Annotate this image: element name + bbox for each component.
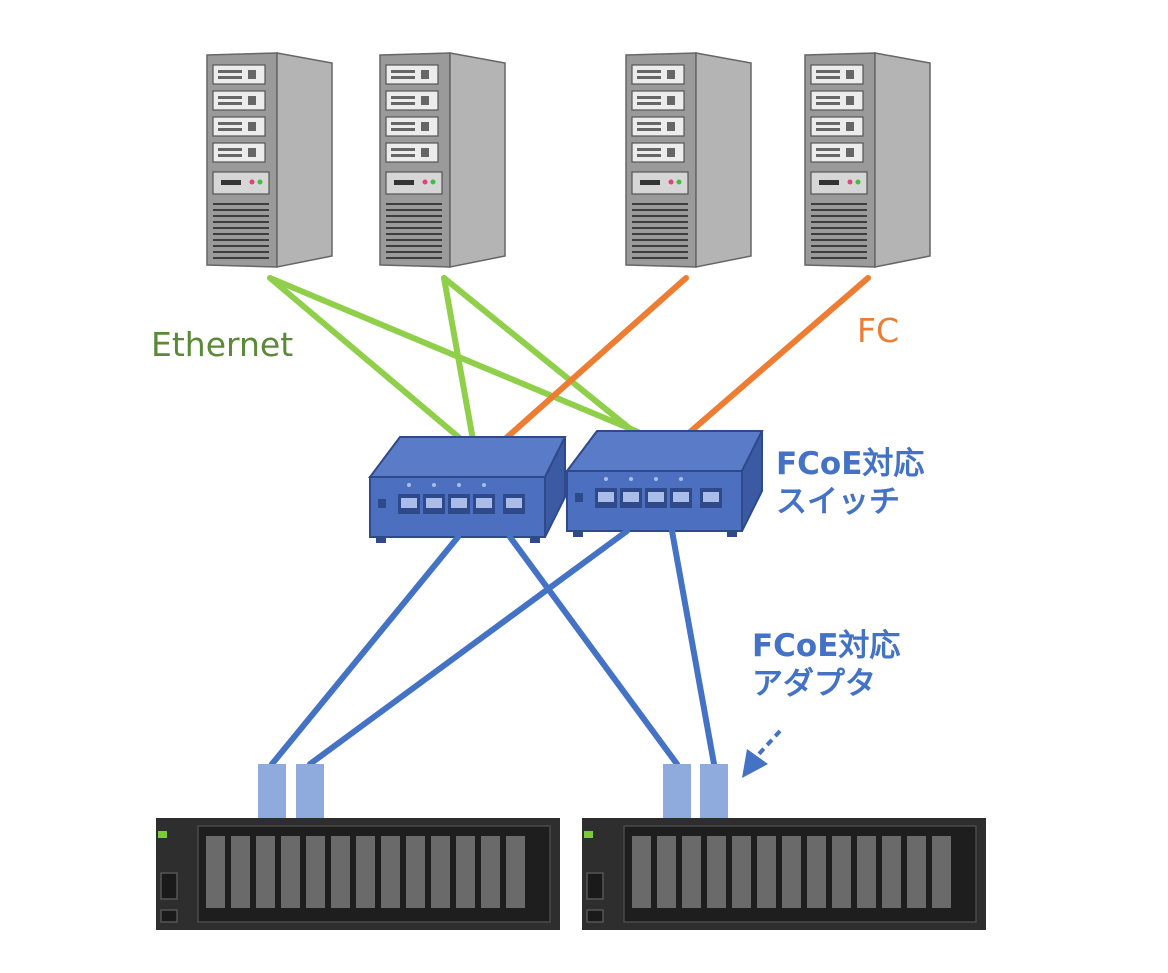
- ethernet-link: [267, 275, 641, 435]
- ethernet-links: [267, 275, 641, 443]
- storage-array-icon: [581, 817, 987, 931]
- fcoe-adapter: [700, 764, 728, 818]
- fcoe-links: [269, 528, 717, 767]
- fcoe-adapter: [258, 764, 286, 818]
- server-tower-icon: [804, 52, 931, 268]
- server-tower-icon: [625, 52, 752, 268]
- fc-link: [687, 275, 871, 435]
- fcoe-adapter-label-line2: アダプタ: [752, 666, 876, 702]
- fcoe-link: [307, 528, 630, 767]
- fcoe-link: [269, 534, 461, 767]
- ethernet-link: [267, 275, 465, 443]
- ethernet-link: [441, 275, 476, 443]
- fcoe-link: [507, 534, 680, 767]
- fcoe-adapter-label-line1: FCoE対応: [752, 628, 900, 664]
- server-tower-icon: [379, 52, 506, 268]
- fc-links: [501, 275, 871, 443]
- fcoe-link: [669, 528, 717, 767]
- ethernet-label: Ethernet: [151, 325, 293, 364]
- fc-link: [501, 275, 689, 443]
- fcoe-adapter: [296, 764, 324, 818]
- network-switch-icon: [566, 430, 763, 538]
- server-tower-icon: [206, 52, 333, 268]
- fcoe-adapter: [663, 764, 691, 818]
- fcoe-switch-label-line2: スイッチ: [776, 484, 900, 520]
- adapter-pointer-arrow: [742, 729, 782, 778]
- ethernet-link: [441, 275, 637, 435]
- fcoe-switch-label-line1: FCoE対応: [776, 446, 924, 482]
- fc-label: FC: [857, 311, 899, 350]
- fcoe-adapters: [258, 764, 728, 818]
- network-switch-icon: [369, 436, 566, 544]
- storage-array-icon: [155, 817, 561, 931]
